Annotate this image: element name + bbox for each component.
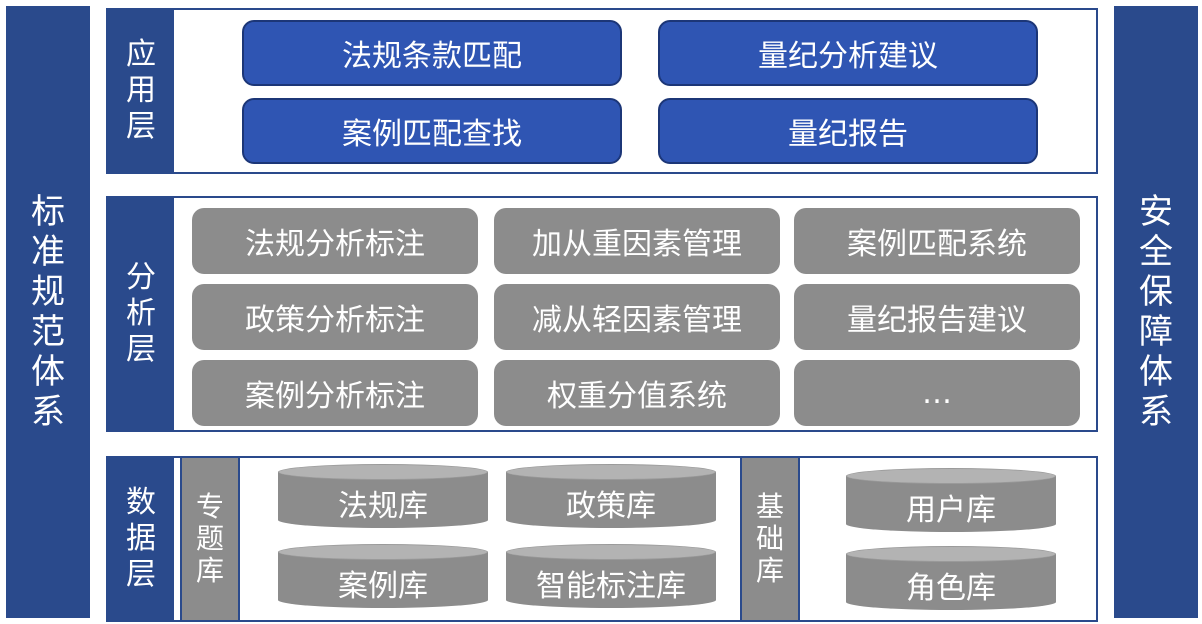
topic-db-group-label: 专题库 [195, 490, 224, 587]
database-role[interactable]: 角色库 [846, 546, 1056, 616]
application-layer: 应用层 法规条款匹配 量纪分析建议 案例匹配查找 量纪报告 [106, 8, 1098, 174]
database-label: 角色库 [906, 571, 996, 606]
analysis-layer-label-box: 分析层 [108, 198, 174, 430]
database-body [506, 472, 716, 528]
analysis-layer: 分析层 法规分析标注 加从重因素管理 案例匹配系统 政策分析标注 减从轻因素管理… [106, 196, 1098, 432]
database-body [846, 476, 1056, 532]
database-policy[interactable]: 政策库 [506, 464, 716, 534]
application-layer-label: 应用层 [126, 37, 156, 144]
analysis-item-case-annotation[interactable]: 案例分析标注 [192, 360, 478, 426]
security-system-bar: 安全保障体系 [1114, 6, 1198, 618]
database-label: 智能标注库 [536, 569, 686, 604]
app-item-case-search[interactable]: 案例匹配查找 [242, 98, 622, 164]
database-smart-annotation[interactable]: 智能标注库 [506, 544, 716, 614]
database-top [278, 464, 488, 480]
database-top [506, 464, 716, 480]
app-item-sentencing-report[interactable]: 量纪报告 [658, 98, 1038, 164]
database-user[interactable]: 用户库 [846, 468, 1056, 538]
database-top [846, 546, 1056, 562]
app-item-sentencing-advice[interactable]: 量纪分析建议 [658, 20, 1038, 86]
topic-db-group-label-box: 专题库 [180, 458, 240, 620]
analysis-item-report-advice[interactable]: 量纪报告建议 [794, 284, 1080, 350]
data-layer-label-box: 数据层 [108, 458, 174, 620]
standards-system-label: 标准规范体系 [31, 192, 65, 432]
database-label: 用户库 [906, 493, 996, 528]
data-layer: 数据层 专题库 法规库 政策库 案例库 智能标注库 基础库 用户库 角色库 [106, 456, 1098, 622]
data-layer-label: 数据层 [126, 485, 156, 592]
database-body [846, 554, 1056, 610]
database-top [846, 468, 1056, 484]
analysis-item-mitigating-factors[interactable]: 减从轻因素管理 [494, 284, 780, 350]
analysis-layer-label: 分析层 [126, 260, 156, 367]
analysis-item-case-match-system[interactable]: 案例匹配系统 [794, 208, 1080, 274]
analysis-item-more[interactable]: … [794, 360, 1080, 426]
database-regulation[interactable]: 法规库 [278, 464, 488, 534]
analysis-item-weight-score-system[interactable]: 权重分值系统 [494, 360, 780, 426]
database-body [278, 552, 488, 608]
standards-system-bar: 标准规范体系 [6, 6, 90, 618]
database-top [278, 544, 488, 560]
analysis-item-policy-annotation[interactable]: 政策分析标注 [192, 284, 478, 350]
database-body [278, 472, 488, 528]
application-layer-label-box: 应用层 [108, 10, 174, 172]
database-label: 案例库 [338, 569, 428, 604]
base-db-group-label: 基础库 [755, 490, 784, 587]
analysis-item-aggravating-factors[interactable]: 加从重因素管理 [494, 208, 780, 274]
database-body [506, 552, 716, 608]
database-case[interactable]: 案例库 [278, 544, 488, 614]
database-label: 法规库 [338, 489, 428, 524]
database-label: 政策库 [566, 489, 656, 524]
base-db-group-label-box: 基础库 [740, 458, 800, 620]
analysis-item-regulation-annotation[interactable]: 法规分析标注 [192, 208, 478, 274]
app-item-regulation-match[interactable]: 法规条款匹配 [242, 20, 622, 86]
security-system-label: 安全保障体系 [1139, 192, 1173, 432]
database-top [506, 544, 716, 560]
